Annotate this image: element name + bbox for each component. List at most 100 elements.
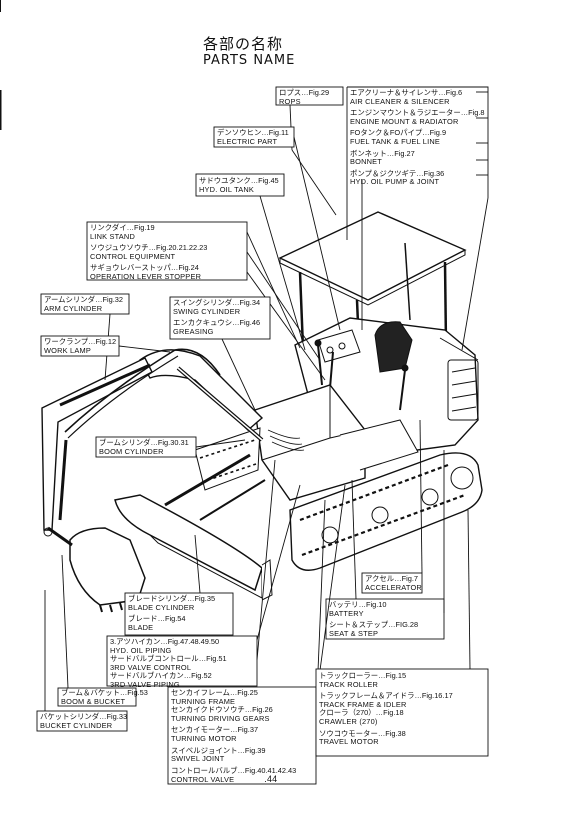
label-link-stand-en: LINK STAND [90, 231, 135, 241]
label-crawler-jp: クローラ（270）…Fig.18 [319, 708, 404, 718]
label-work-lamp-en: WORK LAMP [44, 345, 91, 355]
box-swing [169, 296, 271, 340]
label-track-roller-en: TRACK ROLLER [319, 679, 379, 689]
label-fuel-tank-jp: FOタンク＆FOパイプ…Fig.9 [350, 128, 447, 138]
label-work-lamp-jp: ワークランプ…Fig.12 [44, 337, 117, 346]
hose-bundle [267, 429, 305, 451]
box-blade [124, 592, 234, 636]
box-accelerator [361, 572, 423, 594]
label-arm-cyl-jp: アームシリンダ…Fig.32 [44, 295, 124, 304]
label-turn-frame-en: TURNING FRAME [171, 696, 236, 706]
label-swivel-jp: スイベルジョイント…Fig.39 [171, 745, 266, 755]
canopy-post [298, 271, 305, 349]
leader [118, 345, 171, 353]
seat [374, 321, 413, 373]
label-bucket-cyl: バケットシリンダ…Fig.33 BUCKET CYLINDER [40, 712, 128, 730]
lever [317, 344, 323, 386]
leader [419, 419, 423, 574]
leader [256, 459, 276, 661]
leader [351, 479, 357, 600]
label-swing-cyl-jp: スイングシリンダ…Fig.34 [173, 298, 261, 307]
label-hyd-pump-jp: ポンプ＆ジクツギテ…Fig.36 [350, 168, 445, 178]
box-track [315, 668, 489, 757]
label-turn-gears-en: TURNING DRIVING GEARS [171, 713, 270, 723]
label-electric: デンソウヒン…Fig.11 ELECTRIC PART [217, 128, 289, 146]
label-hyd-piping-en: HYD. OIL PIPING [110, 645, 172, 655]
track-shoes [299, 463, 466, 557]
label-turn-frame-jp: センカイフレーム…Fig.25 [171, 688, 258, 697]
label-turn-motor-en: TURNING MOTOR [171, 733, 237, 743]
label-track-roller-jp: トラックローラー…Fig.15 [319, 671, 407, 680]
label-greasing-jp: エンカクキュウシ…Fig.46 [173, 318, 261, 328]
label-arm-cyl: アームシリンダ…Fig.32 ARM CYLINDER [44, 295, 124, 313]
title-japanese: 各部の名称 [203, 35, 284, 53]
bucket [69, 527, 146, 606]
label-work-lamp: ワークランプ…Fig.12 WORK LAMP [44, 337, 117, 355]
label-op-lever-jp: サギョウレバーストッパ…Fig.24 [90, 263, 199, 273]
box-arm-cyl [40, 293, 130, 315]
label-rops-en: ROPS [279, 96, 301, 106]
leader [291, 149, 337, 216]
label-track-frame-en: TRACK FRAME & IDLER [319, 699, 407, 709]
radiator-frame [447, 359, 479, 421]
excavator-illustration [41, 211, 483, 613]
label-control-valve-extra: .44 [264, 774, 278, 785]
bracket-right-top [347, 86, 489, 198]
label-accelerator-en: ACCELERATOR [365, 582, 422, 592]
label-blade-jp: ブレード…Fig.54 [128, 614, 186, 624]
boom [139, 349, 264, 431]
blade [114, 494, 263, 592]
label-turn-gears-jp: センカイクドウソウチ…Fig.26 [171, 705, 273, 715]
label-boom-cyl: ブームシリンダ…Fig.30.31 BOOM CYLINDER [99, 438, 189, 456]
label-control-eq-en: CONTROL EQUIPMENT [90, 251, 176, 261]
lever-knob [314, 339, 322, 347]
boom-hoses [67, 355, 179, 439]
label-rops-jp: ロプス…Fig.29 [279, 88, 330, 97]
gauge [338, 342, 346, 350]
label-boom-bucket-jp: ブーム＆バケット…Fig.53 [61, 688, 148, 697]
label-swivel-en: SWIVEL JOINT [171, 754, 225, 764]
label-link-stand-jp: リンクダイ…Fig.19 [90, 223, 155, 232]
label-bonnet-en: BONNET [350, 157, 382, 167]
label-hyd-tank-en: HYD. OIL TANK [199, 184, 255, 194]
label-boom-cyl-jp: ブームシリンダ…Fig.30.31 [99, 438, 189, 447]
gauge [326, 346, 334, 354]
label-hyd-tank-jp: サドウユタンク…Fig.45 [199, 176, 279, 185]
label-engine-mount-en: ENGINE MOUNT & RADIATOR [350, 116, 459, 126]
label-turn-motor-jp: センカイモーター…Fig.37 [171, 725, 259, 735]
canopy-post [404, 242, 411, 321]
lever [329, 351, 334, 389]
box-rops [275, 86, 344, 106]
box-battery [325, 598, 445, 640]
label-travel-motor-jp: ソウコウモーター…Fig.38 [319, 728, 406, 738]
label-greasing-en: GREASING [173, 326, 214, 336]
label-accelerator: アクセル…Fig.7 ACCELERATOR [365, 574, 422, 592]
bucket-cylinder [58, 439, 68, 521]
leader [61, 554, 69, 689]
label-swing-cyl-en: SWING CYLINDER [173, 306, 241, 316]
leader [256, 484, 301, 641]
leader [461, 197, 489, 351]
label-arm-cyl-en: ARM CYLINDER [44, 303, 103, 313]
label-blade-cyl-jp: ブレードシリンダ…Fig.35 [128, 594, 216, 603]
label-blade-cyl-en: BLADE CYLINDER [128, 602, 195, 612]
leader [246, 231, 301, 349]
radiator-grille [451, 367, 477, 412]
label-accelerator-jp: アクセル…Fig.7 [365, 574, 419, 583]
label-control-valve-en: CONTROL VALVE.44 [171, 775, 296, 785]
label-frames [36, 86, 489, 785]
body-line [439, 337, 479, 361]
label-rops: ロプス…Fig.29 ROPS [279, 88, 330, 106]
far-track [194, 427, 261, 491]
label-boom-bucket-en: BOOM & BUCKET [61, 696, 126, 706]
label-electric-jp: デンソウヒン…Fig.11 [217, 128, 289, 137]
blade-end [261, 559, 273, 601]
label-bucket-cyl-jp: バケットシリンダ…Fig.33 [40, 712, 128, 721]
label-third-valve-pipe-en: 3RD VALVE PIPING [110, 679, 180, 689]
